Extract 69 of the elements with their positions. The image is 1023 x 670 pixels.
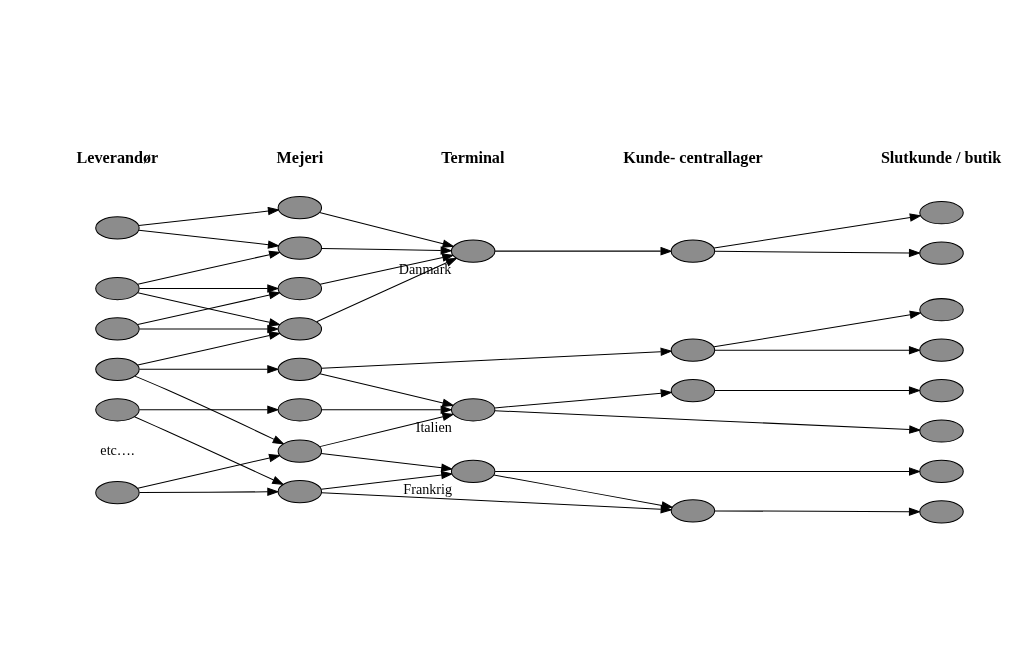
label: Mejeri [276,149,324,167]
arrow [320,453,454,472]
node-ellipse [95,317,140,341]
arrow [137,250,282,285]
node-ellipse [670,338,716,362]
arrow [137,453,282,489]
label: Leverandør [76,149,159,167]
arrow [714,345,922,355]
arrow [319,211,455,248]
arrow [139,487,280,497]
node-label: Frankrig [403,480,452,497]
node-ellipse [277,398,323,422]
node-ellipse [670,239,716,263]
node-ellipse [919,419,964,443]
arrow [321,347,673,369]
arrow [494,410,922,434]
label: Slutkunde / butik [880,149,1002,167]
node-ellipse [277,236,323,260]
arrow [321,405,453,415]
node-ellipse [95,216,140,240]
node-ellipse [277,439,323,463]
node-ellipse [450,239,496,263]
node-ellipse [95,276,140,301]
arrow [319,412,455,448]
node-ellipse [919,378,964,403]
node-ellipse [95,398,140,422]
arrow [137,331,282,366]
arrow [316,257,458,323]
node-ellipse [277,196,323,220]
arrow [139,284,280,293]
node-ellipse [919,298,964,322]
arrow [493,474,674,510]
label: Terminal [441,149,505,167]
arrow [713,310,922,348]
node-ellipse [919,241,964,265]
arrow [714,248,922,258]
node-ellipse [277,480,323,504]
node-ellipse [919,500,964,524]
arrow [134,375,285,445]
node-ellipse [277,317,323,341]
arrow [321,246,453,255]
node-ellipse [277,276,323,301]
arrow [138,229,281,249]
label: Kunde- centrallager [623,149,763,167]
arrow [139,324,280,334]
node-ellipse [670,499,716,523]
arrow [494,467,922,476]
arrow [714,386,922,395]
node-ellipse [670,378,716,403]
label: etc…. [100,441,135,458]
node-ellipse [95,357,140,381]
node-ellipse [919,459,964,484]
arrow [133,416,285,485]
arrow [714,507,922,516]
node-ellipse [95,481,140,505]
node-ellipse [919,201,964,225]
arrow [139,365,280,374]
arrow [139,405,280,415]
node-ellipse [919,338,964,362]
arrow [494,246,673,256]
node-ellipse [450,459,496,484]
arrow [713,213,922,249]
node-ellipse [450,398,496,422]
arrow [319,373,455,407]
arrow [320,470,454,490]
node-label: Italien [415,419,452,436]
arrow [494,389,673,409]
arrow [138,206,281,227]
node-ellipse [277,357,323,381]
